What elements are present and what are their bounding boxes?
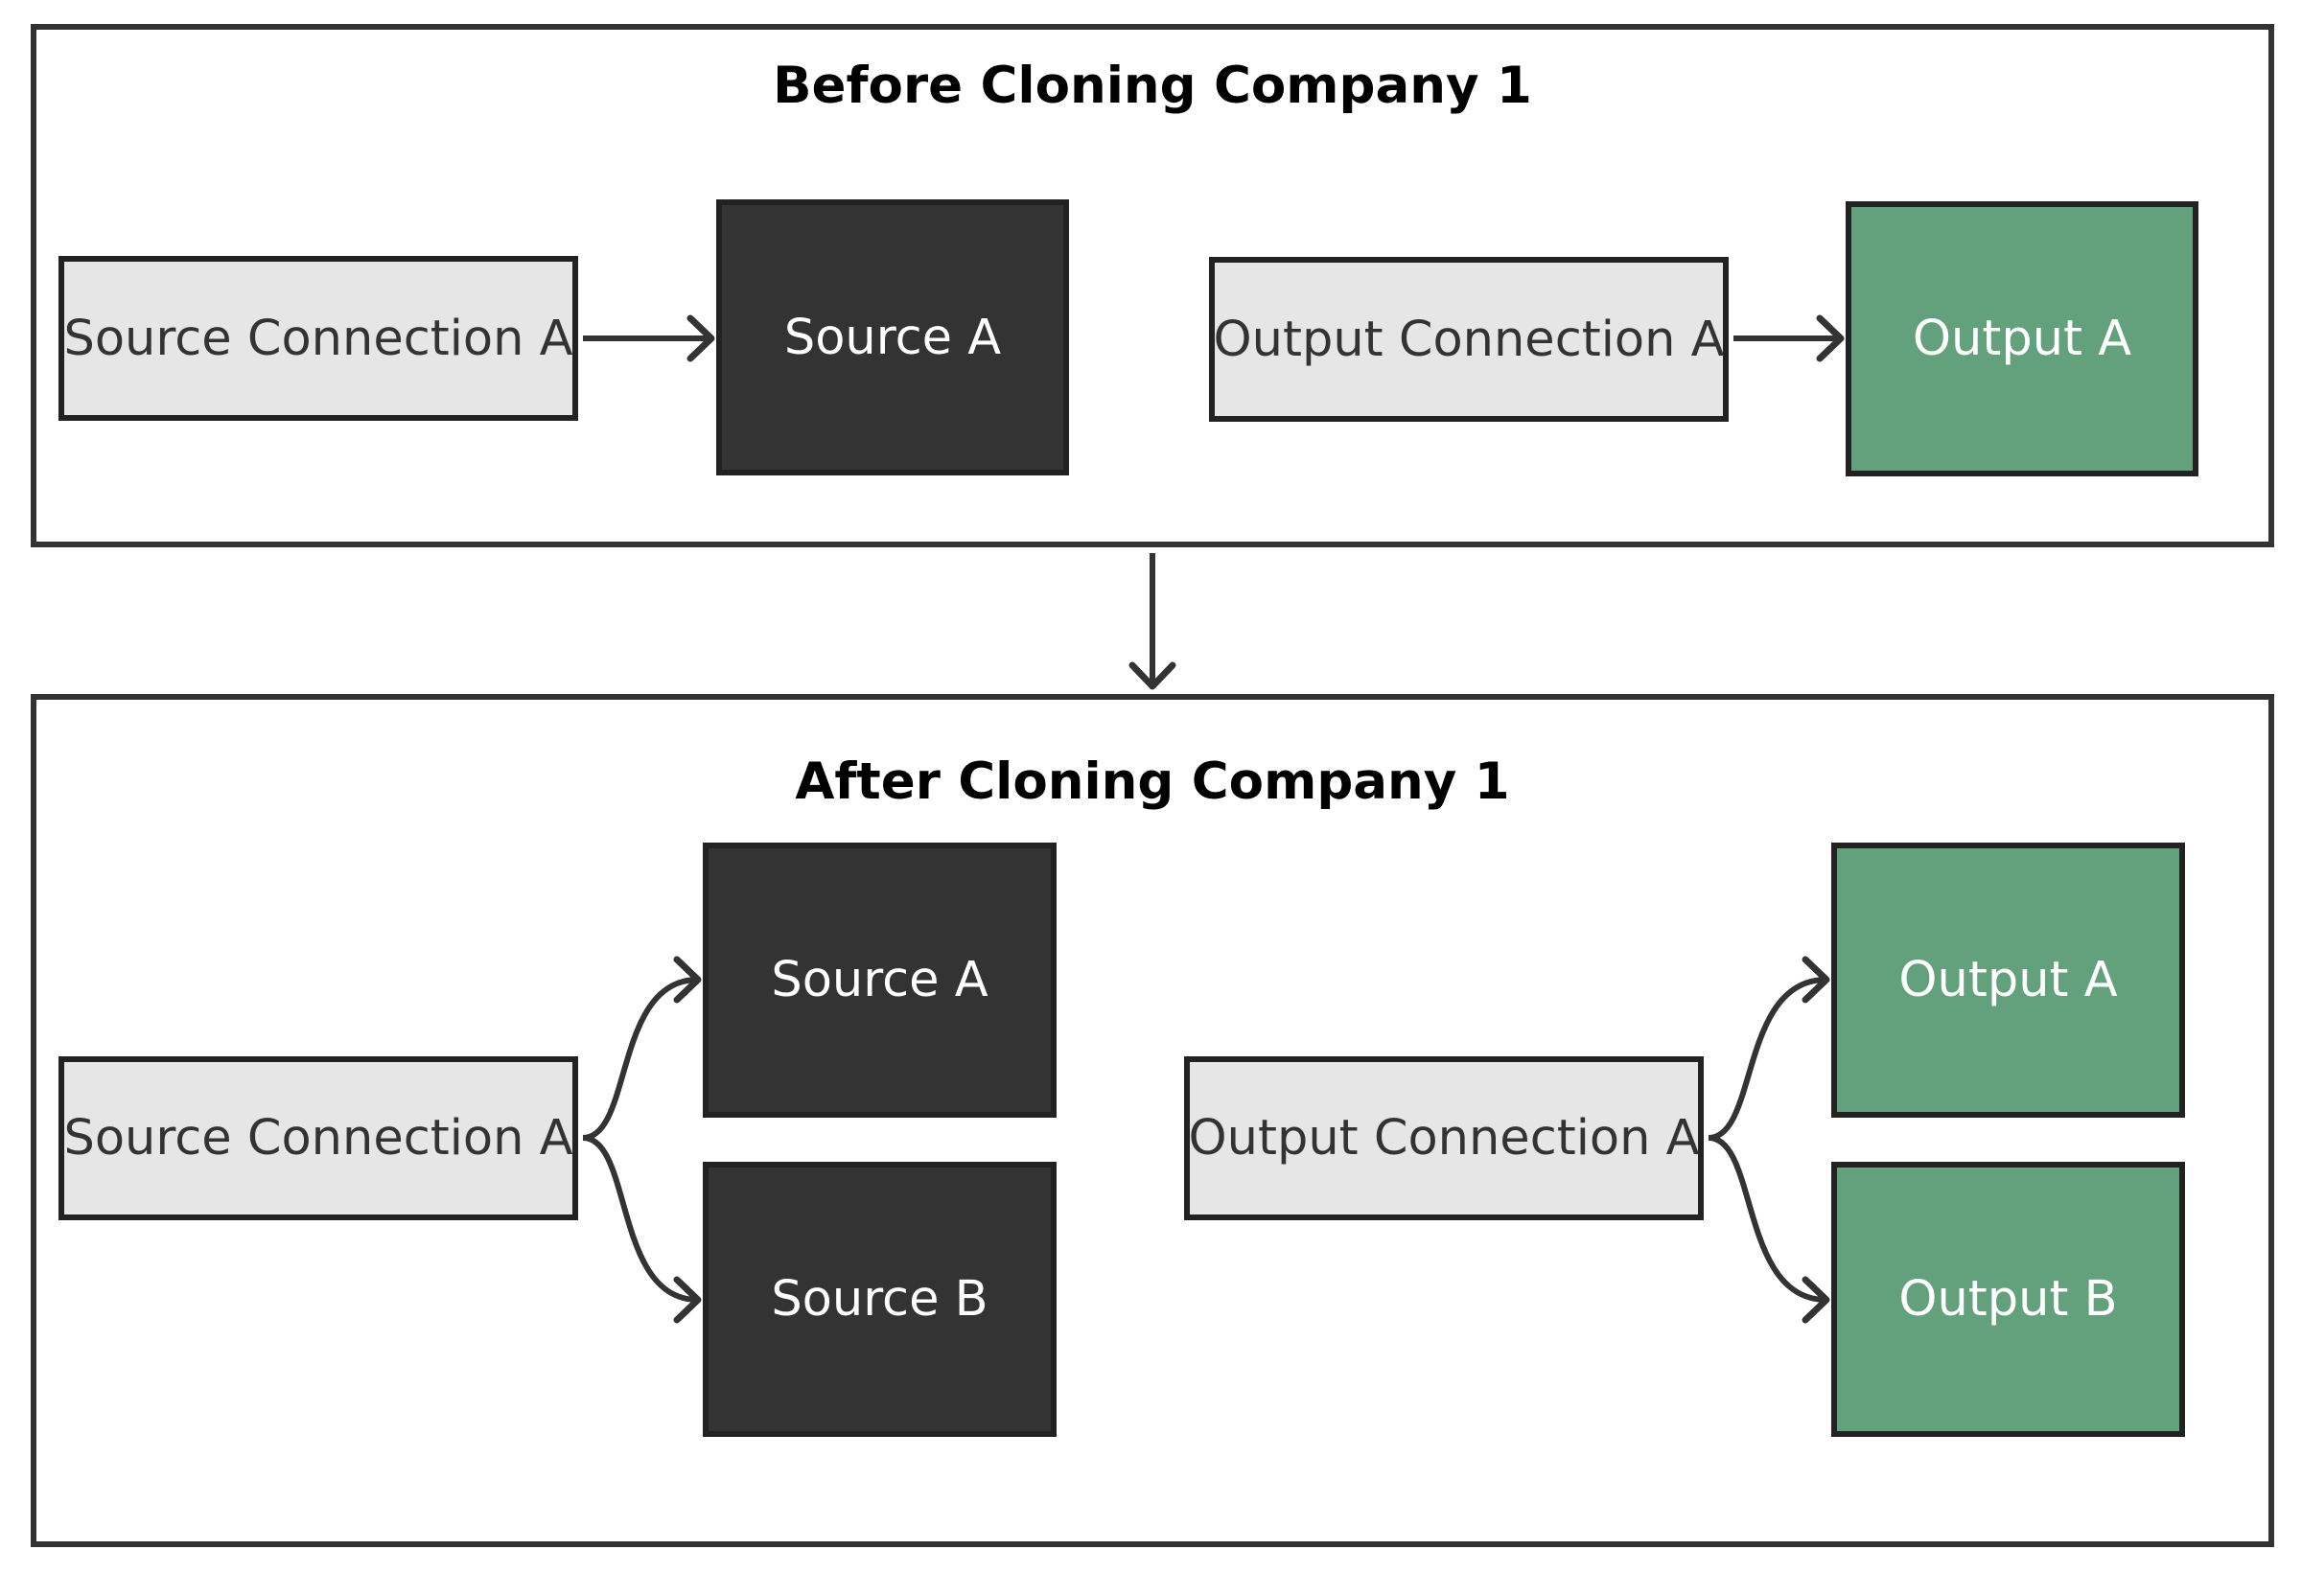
after-source-b-node: Source B [703,1162,1057,1437]
after-output-b-node: Output B [1831,1162,2185,1437]
after-output-a-node: Output A [1831,843,2185,1118]
after-frame-title: After Cloning Company 1 [795,752,1510,811]
before-frame-title: Before Cloning Company 1 [773,57,1532,115]
after-output-connection-a-node: Output Connection A [1184,1056,1704,1220]
before-output-a-node: Output A [1846,201,2198,476]
before-output-connection-a-node: Output Connection A [1209,257,1729,422]
before-source-a-node: Source A [716,199,1069,475]
after-source-a-node: Source A [703,843,1057,1118]
before-source-connection-a-node: Source Connection A [58,256,578,421]
after-source-connection-a-node: Source Connection A [58,1056,578,1220]
